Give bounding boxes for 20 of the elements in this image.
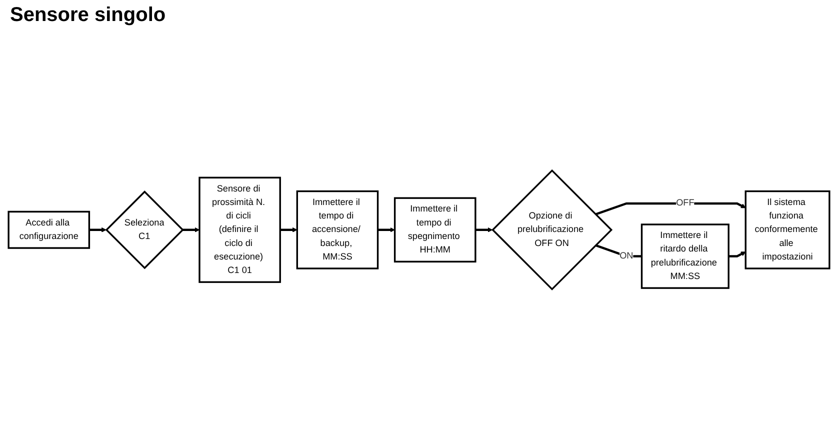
node-diamond bbox=[105, 190, 184, 269]
node-diamond bbox=[492, 168, 613, 290]
node-box bbox=[744, 190, 830, 269]
arrow bbox=[475, 227, 493, 232]
node-box bbox=[8, 210, 90, 249]
node-box bbox=[394, 196, 476, 262]
node-box bbox=[296, 190, 379, 269]
arrow bbox=[728, 251, 746, 258]
edge-label: ON bbox=[620, 250, 634, 260]
connector bbox=[595, 244, 642, 258]
arrow bbox=[182, 227, 200, 232]
arrow bbox=[595, 202, 746, 216]
edge-label: OFF bbox=[676, 198, 694, 208]
flowchart: OFF ON Accedi alla configurazione Seleziona C1 Sensore di prossimità N. di cicli (definire il ciclo di esecuzione) C1 01 Immettere il tempo di accensione/ backup, MM:SS Immettere il tempo di spegnimento HH:MM Opzione di prelubrificazione OFF ON Immettere il ritardo della prelubrificazione MM:SS Il sistema funziona conformemente alle impostazioni bbox=[4, 166, 834, 294]
arrow bbox=[378, 227, 396, 232]
diagram-title: Sensore singolo bbox=[10, 4, 167, 27]
arrow bbox=[89, 227, 106, 232]
arrow bbox=[280, 227, 298, 232]
node-box bbox=[640, 223, 730, 289]
node-box bbox=[198, 176, 281, 283]
